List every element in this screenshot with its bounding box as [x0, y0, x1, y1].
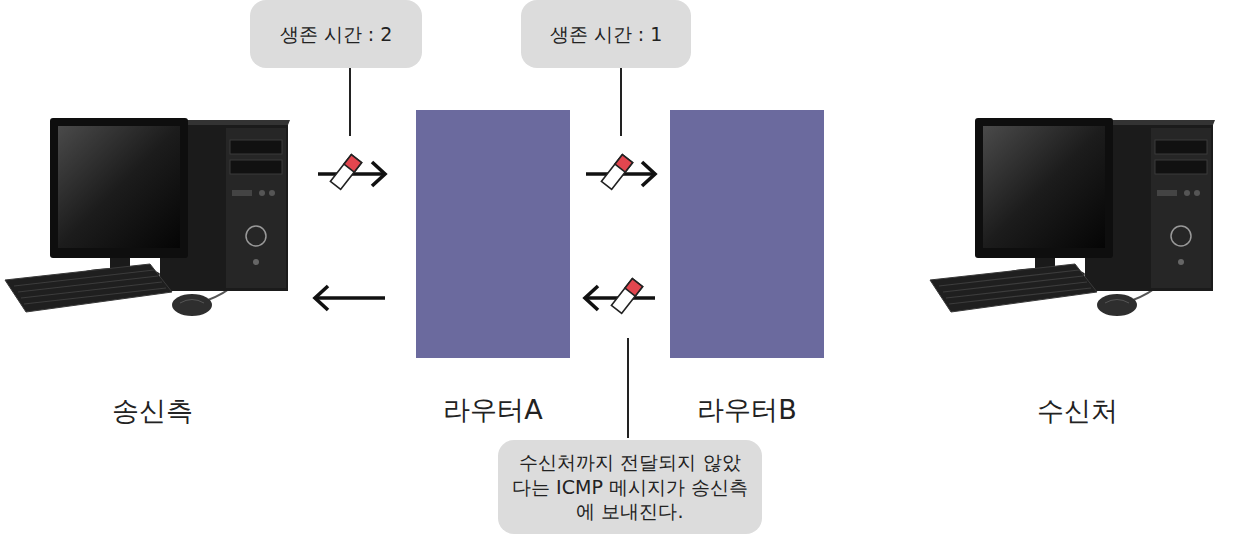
packet-icon	[330, 155, 361, 190]
node-label: 라우터A	[443, 394, 542, 426]
node-label: 송신측	[112, 395, 193, 427]
packet-icon	[611, 279, 642, 314]
leader-line	[620, 68, 622, 136]
callout-text: 생존 시간 : 2	[280, 22, 393, 47]
ttl-callout: 생존 시간 : 2	[250, 0, 422, 68]
note-callout: 수신처까지 전달되지 않았다는 ICMP 메시지가 송신측에 보내진다.	[498, 440, 762, 534]
callout-text: 생존 시간 : 1	[550, 22, 663, 47]
leader-line	[627, 338, 629, 438]
leader-line	[349, 68, 351, 136]
ttl-callout: 생존 시간 : 1	[521, 0, 691, 68]
callout-text: 수신처까지 전달되지 않았다는 ICMP 메시지가 송신측에 보내진다.	[510, 450, 750, 524]
computer-illustration	[5, 118, 290, 316]
router-box: 라우터A	[416, 110, 570, 358]
arrow-connector	[315, 296, 385, 300]
computer-node: 송신측	[5, 115, 300, 435]
node-label: 라우터B	[697, 394, 797, 426]
computer-node: 수신처	[930, 115, 1225, 435]
router-box: 라우터B	[670, 110, 824, 358]
node-label: 수신처	[1037, 395, 1118, 427]
computer-illustration	[930, 118, 1215, 316]
packet-icon	[601, 155, 632, 190]
